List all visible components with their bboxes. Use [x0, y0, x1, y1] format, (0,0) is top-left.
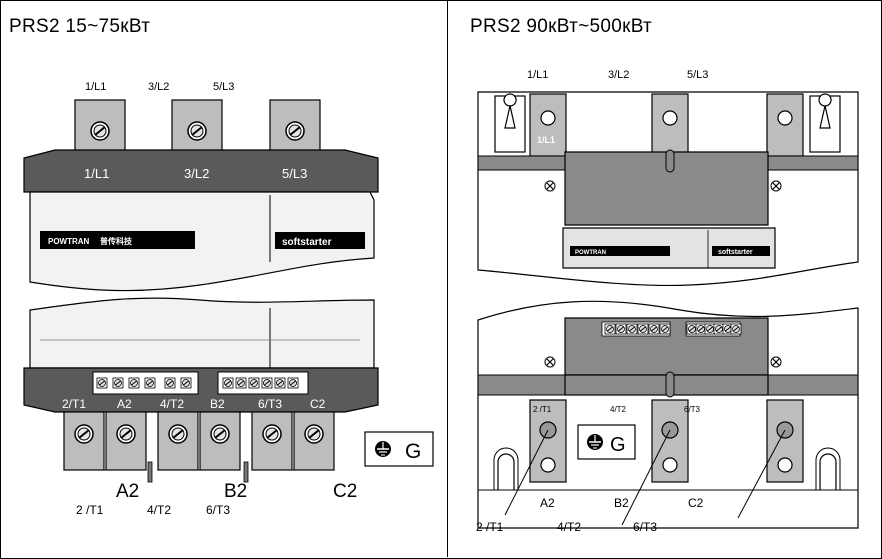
right-stamp-label: 1/L1: [537, 135, 555, 145]
left-top-label-3: 5/L3: [213, 81, 234, 93]
right-label-c2: C2: [688, 496, 704, 510]
right-top-label-3: 5/L3: [687, 69, 708, 81]
left-bottom-label-b2: B2: [210, 397, 225, 411]
right-unit: 1/L1 POWTRAN softstarter: [476, 69, 859, 534]
left-bottom-label-4t2: 4/T2: [160, 397, 184, 411]
mounting-screw-icon: [544, 356, 556, 368]
left-top-label-2: 3/L2: [148, 81, 169, 93]
right-callout-2t1: 2 /T1: [476, 520, 504, 534]
terminal-screw-icon: [116, 424, 136, 444]
right-brand-logo: POWTRAN: [575, 250, 606, 256]
terminal-screw-icon: [304, 424, 324, 444]
right-product-name: softstarter: [718, 249, 753, 256]
left-product-name: softstarter: [282, 237, 332, 248]
busbar-hole-icon: [540, 110, 556, 126]
left-bottom-label-6t3: 6/T3: [258, 397, 282, 411]
left-bottom-label-2t1: 2/T1: [62, 397, 86, 411]
mounting-screw-icon: [770, 356, 782, 368]
ground-icon: [375, 441, 391, 457]
right-label-b2: B2: [614, 496, 629, 510]
left-label-c2: C2: [333, 481, 357, 502]
left-brand-chinese: 普传科技: [100, 236, 133, 246]
left-ground-label: G: [405, 440, 421, 463]
terminal-screw-icon: [210, 424, 230, 444]
terminal-screw-icon: [262, 424, 282, 444]
right-bar-label-2: 4/T2: [610, 405, 627, 414]
left-panel-title: PRS2 15~75кВт: [9, 16, 151, 37]
left-label-6t3: 6/T3: [206, 503, 230, 517]
right-ground-box: [577, 424, 636, 460]
panel-divider: [447, 0, 448, 557]
terminal-screw-icon: [74, 424, 94, 444]
busbar-hole-icon: [777, 110, 793, 126]
left-label-2t1: 2 /T1: [76, 503, 104, 517]
right-callout-4t2: 4/T2: [557, 520, 581, 534]
right-panel-title: PRS2 90кВт~500кВт: [470, 16, 653, 37]
left-brand-logo: POWTRAN: [48, 237, 90, 246]
left-label-4t2: 4/T2: [147, 503, 171, 517]
ground-icon: [587, 434, 603, 450]
right-label-a2: A2: [540, 496, 555, 510]
left-body-label-1: 1/L1: [84, 166, 109, 181]
right-callout-6t3: 6/T3: [633, 520, 657, 534]
terminal-screw-icon: [168, 424, 188, 444]
left-top-label-1: 1/L1: [85, 81, 106, 93]
left-bottom-label-c2: C2: [310, 397, 326, 411]
left-label-b2: B2: [224, 481, 247, 502]
terminal-screw-icon: [90, 121, 110, 141]
left-body-label-3: 5/L3: [282, 166, 307, 181]
mounting-screw-icon: [544, 180, 556, 192]
right-bar-label-3: 6/T3: [684, 405, 701, 414]
left-unit: POWTRAN 普传科技 softstarter: [23, 81, 434, 517]
left-label-a2: A2: [116, 481, 139, 502]
left-bottom-label-a2: A2: [117, 397, 132, 411]
mounting-screw-icon: [770, 180, 782, 192]
right-ground-label: G: [610, 434, 626, 456]
right-top-label-1: 1/L1: [527, 69, 548, 81]
right-bar-label-1: 2 /T1: [533, 405, 552, 414]
right-top-label-2: 3/L2: [608, 69, 629, 81]
left-body-label-2: 3/L2: [184, 166, 209, 181]
terminal-screw-icon: [187, 121, 207, 141]
busbar-hole-icon: [662, 110, 678, 126]
terminal-screw-icon: [285, 121, 305, 141]
